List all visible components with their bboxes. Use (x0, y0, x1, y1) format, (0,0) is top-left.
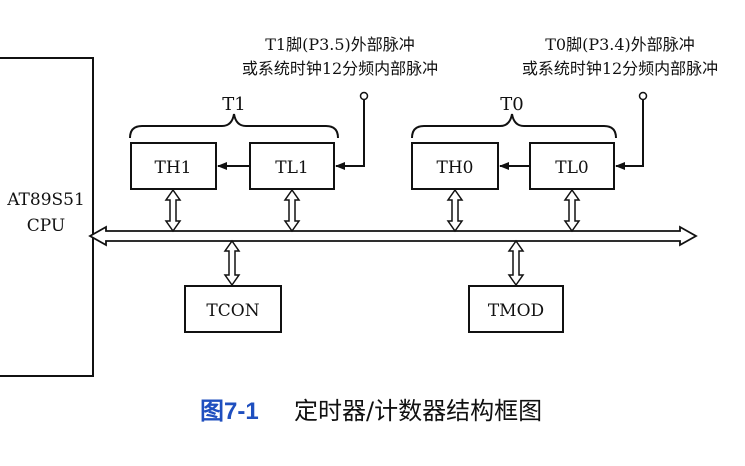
t1-input-arrow (335, 100, 365, 170)
t0-input-terminal (638, 91, 648, 101)
t1-input-line1: T1脚(P3.5)外部脉冲 (265, 35, 415, 54)
th1-bus-connector (164, 188, 182, 233)
tl0-register (529, 142, 615, 190)
t1-group-brace (129, 113, 339, 139)
th0-register (411, 142, 499, 190)
tmod-bus-connector (507, 239, 525, 287)
tl0-label: TL0 (555, 158, 588, 178)
figure-title: 定时器/计数器结构框图 (294, 397, 542, 425)
t1-input-line2: 或系统时钟12分频内部脉冲 (242, 59, 438, 78)
t0-input-arrow (615, 100, 644, 170)
th0-bus-connector (446, 188, 464, 233)
tl1-label: TL1 (275, 158, 308, 178)
t0-input-line2: 或系统时钟12分频内部脉冲 (522, 59, 718, 78)
cpu-label-cpu: CPU (27, 216, 65, 236)
tcon-register (184, 285, 282, 333)
th1-label: TH1 (155, 158, 192, 178)
t0-group-label: T0 (500, 94, 523, 115)
t1-group-label: T1 (222, 94, 245, 115)
tcon-label: TCON (206, 301, 259, 321)
th0-label: TH0 (437, 158, 474, 178)
tcon-bus-connector (223, 239, 241, 287)
figure-number: 图7-1 (200, 398, 259, 425)
th1-register (130, 142, 217, 190)
cpu-label-model: AT89S51 (6, 190, 85, 210)
tmod-label: TMOD (488, 301, 544, 321)
tl1-register (249, 142, 335, 190)
t0-group-brace (411, 113, 617, 139)
tl0-bus-connector (563, 188, 581, 233)
cpu-block (0, 57, 94, 377)
t0-input-line1: T0脚(P3.4)外部脉冲 (545, 35, 695, 54)
t1-input-terminal (359, 91, 369, 101)
data-bus (88, 225, 698, 247)
tl1-bus-connector (283, 188, 301, 233)
tmod-register (468, 285, 564, 333)
